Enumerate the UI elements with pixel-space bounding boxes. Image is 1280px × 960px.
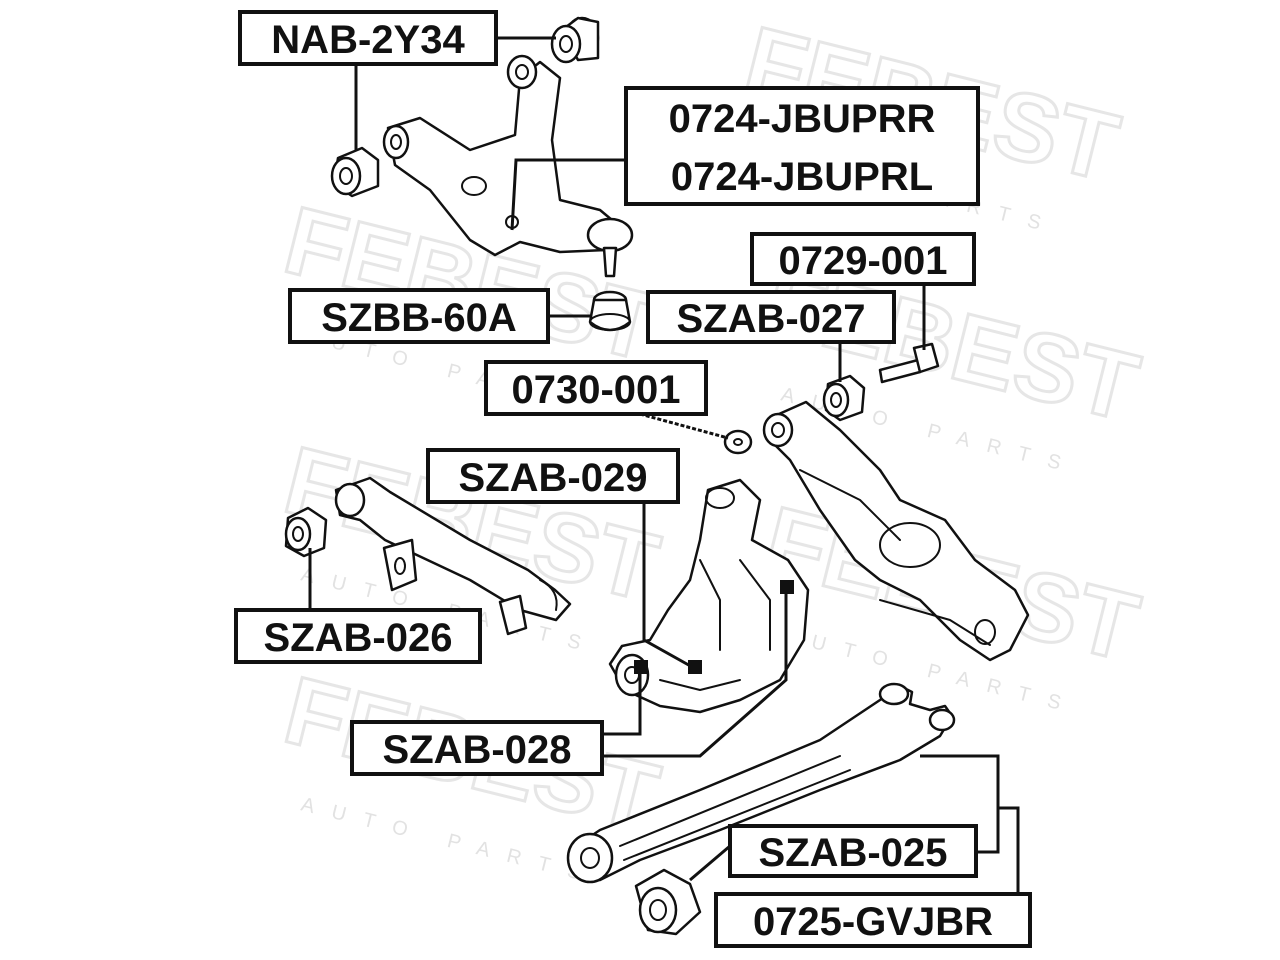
label-szbb-60a-text: SZBB-60A (321, 296, 517, 340)
bushing-gvjbr (634, 868, 702, 936)
label-jbup: 0724-JBUPRR 0724-JBUPRL (624, 86, 980, 206)
bushing-nab-top (550, 16, 600, 64)
leader-marker-2 (634, 660, 648, 674)
label-szab-027-text: SZAB-027 (677, 297, 866, 341)
label-nab-2y34: NAB-2Y34 (238, 10, 498, 66)
leader-marker-1 (688, 660, 702, 674)
bushing-nab-left (330, 146, 380, 198)
label-szab-025: SZAB-025 (728, 824, 978, 878)
label-0725-gvjbr-text: 0725-GVJBR (753, 900, 993, 944)
label-jbuprl-text: 0724-JBUPRL (671, 155, 933, 199)
leader-lines (308, 36, 1028, 918)
label-0730-001-text: 0730-001 (511, 368, 680, 412)
label-szab-028-text: SZAB-028 (383, 728, 572, 772)
label-0729-001-text: 0729-001 (778, 239, 947, 283)
leader-szab028-a (600, 668, 642, 736)
label-0730-001: 0730-001 (484, 360, 708, 416)
label-szab-026: SZAB-026 (234, 608, 482, 664)
label-szbb-60a: SZBB-60A (288, 288, 550, 344)
label-0725-gvjbr: 0725-GVJBR (714, 892, 1032, 948)
bolt (878, 342, 940, 384)
label-szab-025-text: SZAB-025 (759, 831, 948, 875)
leader-jbup (510, 158, 628, 231)
ball-joint-boot (588, 290, 632, 332)
washer (723, 429, 753, 455)
label-nab-2y34-text: NAB-2Y34 (271, 18, 465, 62)
leader-szab028-b (600, 588, 788, 758)
leader-gvjbr-b (689, 844, 731, 882)
label-szab-027: SZAB-027 (646, 290, 896, 344)
upper-control-arm (382, 54, 634, 278)
lateral-link (566, 682, 956, 884)
label-szab-026-text: SZAB-026 (264, 616, 453, 660)
label-szab-029-text: SZAB-029 (459, 456, 648, 500)
trailing-link (284, 476, 572, 636)
leader-szab029 (642, 500, 695, 670)
leader-marker-3 (780, 580, 794, 594)
label-0729-001: 0729-001 (750, 232, 976, 286)
label-szab-028: SZAB-028 (350, 720, 604, 776)
lower-control-arm (762, 400, 1030, 662)
leader-szab025 (920, 754, 1000, 854)
label-szab-029: SZAB-029 (426, 448, 680, 504)
leader-0730 (639, 412, 729, 440)
label-jbuprr-text: 0724-JBUPRR (669, 97, 936, 141)
bushing-szab027 (822, 374, 866, 422)
